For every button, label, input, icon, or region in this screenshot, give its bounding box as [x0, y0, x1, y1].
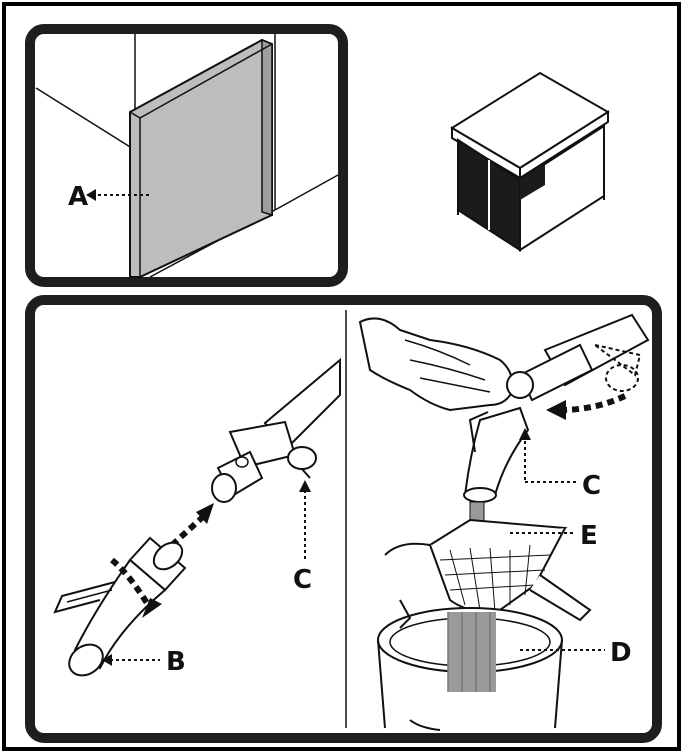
- label-d: D: [610, 638, 632, 668]
- drain-valve-open: [518, 313, 650, 402]
- label-c-left: C: [293, 565, 312, 595]
- panel-drain: C B: [25, 295, 662, 743]
- drain-pipe-assembly: [211, 357, 341, 503]
- label-e: E: [580, 521, 598, 551]
- label-a: A: [68, 182, 88, 212]
- assembly-arrow: [169, 512, 208, 548]
- filter-basket-icon: [384, 518, 592, 622]
- valve-rotate-arrow: [559, 393, 627, 413]
- rotate-arrow: [110, 557, 153, 610]
- door-panel: [129, 38, 273, 278]
- fryer-unit-icon: [450, 71, 610, 252]
- label-c-right: C: [582, 471, 601, 501]
- drain-tube-b: [53, 536, 187, 677]
- panel-door: A: [25, 24, 348, 287]
- label-b: B: [166, 647, 186, 677]
- hand-icon: [358, 317, 534, 412]
- oil-container-icon: [377, 599, 563, 731]
